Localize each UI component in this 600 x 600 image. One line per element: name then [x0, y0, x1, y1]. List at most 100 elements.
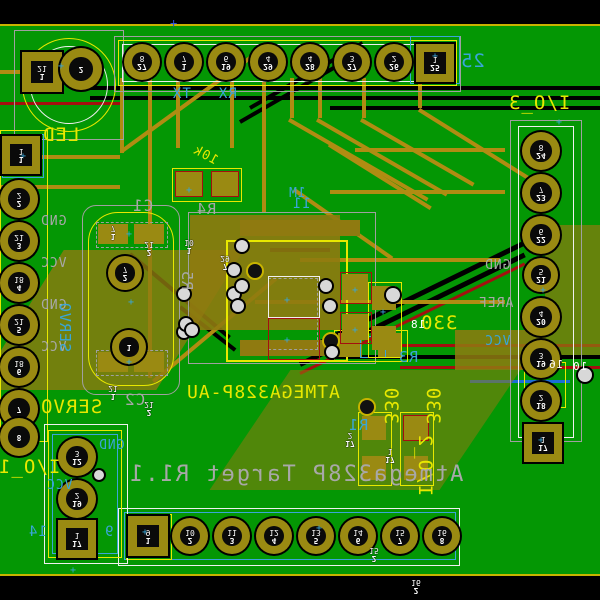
c1-pad-2[interactable]: [134, 224, 164, 244]
trace-top-v6: [290, 78, 294, 118]
r1-pad-2: [362, 456, 386, 480]
cross-marker-10: +: [186, 185, 193, 196]
pad-hole: [30, 60, 54, 84]
board-outline-top: [0, 24, 600, 26]
r5-pad-2-box: [340, 312, 372, 344]
pad-hole: [8, 272, 30, 294]
silk-gnd-right: GND: [484, 258, 511, 273]
silk-rx: RX: [218, 86, 237, 102]
c1c2-outline: [88, 212, 174, 386]
pad-hole: [530, 182, 552, 204]
trace-top-r1: [300, 258, 500, 262]
ic-body-outline: [226, 240, 348, 362]
via-7[interactable]: [386, 288, 400, 302]
via-4[interactable]: [228, 288, 240, 300]
via-18[interactable]: [324, 300, 336, 312]
cross-marker-1: +: [58, 61, 65, 72]
via-16[interactable]: [326, 346, 338, 358]
via-5[interactable]: [320, 280, 332, 292]
via-13[interactable]: [236, 280, 248, 292]
c1-pad-1[interactable]: [98, 224, 128, 244]
via-14[interactable]: [232, 300, 244, 312]
c1-outline: [96, 222, 168, 248]
trace-top-v1: [120, 78, 124, 153]
pad-hole: [530, 224, 552, 246]
pad-hole: [8, 426, 30, 448]
via-8[interactable]: [178, 288, 190, 300]
ic-pin2-box: [268, 318, 320, 360]
r5-pad-1: [342, 274, 368, 300]
pad-hole: [136, 524, 160, 548]
trace-top-r3: [355, 148, 505, 152]
via-17[interactable]: [94, 470, 104, 480]
cross-marker-15: +: [142, 527, 149, 538]
via-15[interactable]: [186, 324, 198, 336]
silk-vcc-left-1: VCC: [40, 256, 67, 271]
r5-pad-2: [342, 314, 368, 340]
via-12[interactable]: [578, 368, 592, 382]
via-1[interactable]: [236, 240, 248, 252]
via-10[interactable]: [360, 400, 374, 414]
board-edge-bottom: [0, 576, 600, 600]
r4-outline: [172, 168, 242, 202]
pad-io1-8[interactable]: 8: [0, 418, 38, 456]
led-pad-2[interactable]: 2: [60, 48, 102, 90]
r6-outline: [368, 282, 402, 358]
via-3[interactable]: [248, 264, 262, 278]
via-6[interactable]: [324, 334, 338, 348]
c2-via-pad[interactable]: 1: [112, 330, 146, 364]
net-label-4: 14: [28, 524, 47, 540]
ic-pin1-box: [268, 276, 320, 318]
pad-hole: [8, 230, 30, 252]
r1-outline: [358, 412, 392, 486]
r2-pad-1: [404, 416, 428, 440]
trace-top-h1: [0, 155, 120, 159]
pad-hole: [8, 188, 30, 210]
r2-outline: [400, 412, 434, 486]
trace-bottom-h2: [90, 96, 600, 100]
via-2[interactable]: [228, 264, 240, 276]
silk-vcc-right: VCC: [484, 334, 511, 349]
trace-top-v5: [262, 78, 266, 213]
silk-330-r1: 330: [380, 386, 402, 424]
cross-marker-18: +: [20, 151, 27, 162]
